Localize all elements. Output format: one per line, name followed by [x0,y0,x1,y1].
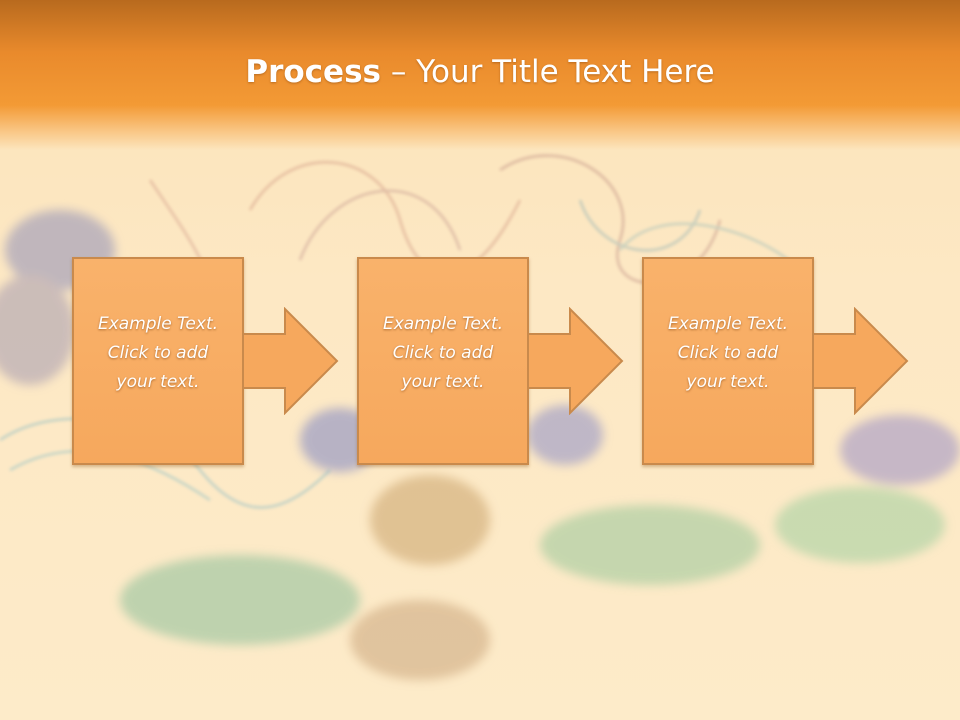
step-line: Example Text. [382,314,504,334]
process-step-text-1[interactable]: Example Text. Click to add your text. [72,310,244,397]
process-step-text-3[interactable]: Example Text. Click to add your text. [642,310,814,397]
step-line: Example Text. [667,314,789,334]
arrow-right-icon [244,307,339,415]
step-line: Click to add [677,343,779,363]
step-line: your text. [401,372,485,392]
arrow-right-icon [529,307,624,415]
title-rest: – Your Title Text Here [381,54,715,90]
slide-title[interactable]: Process – Your Title Text Here [0,54,960,90]
title-bar [0,0,960,150]
step-line: Click to add [107,343,209,363]
step-line: your text. [686,372,770,392]
step-line: Click to add [392,343,494,363]
step-line: Example Text. [97,314,219,334]
title-bold: Process [245,54,381,90]
process-step-text-2[interactable]: Example Text. Click to add your text. [357,310,529,397]
process-step-box-2[interactable] [357,257,529,465]
process-step-box-3[interactable] [642,257,814,465]
arrow-right-icon [814,307,909,415]
process-step-box-1[interactable] [72,257,244,465]
step-line: your text. [116,372,200,392]
